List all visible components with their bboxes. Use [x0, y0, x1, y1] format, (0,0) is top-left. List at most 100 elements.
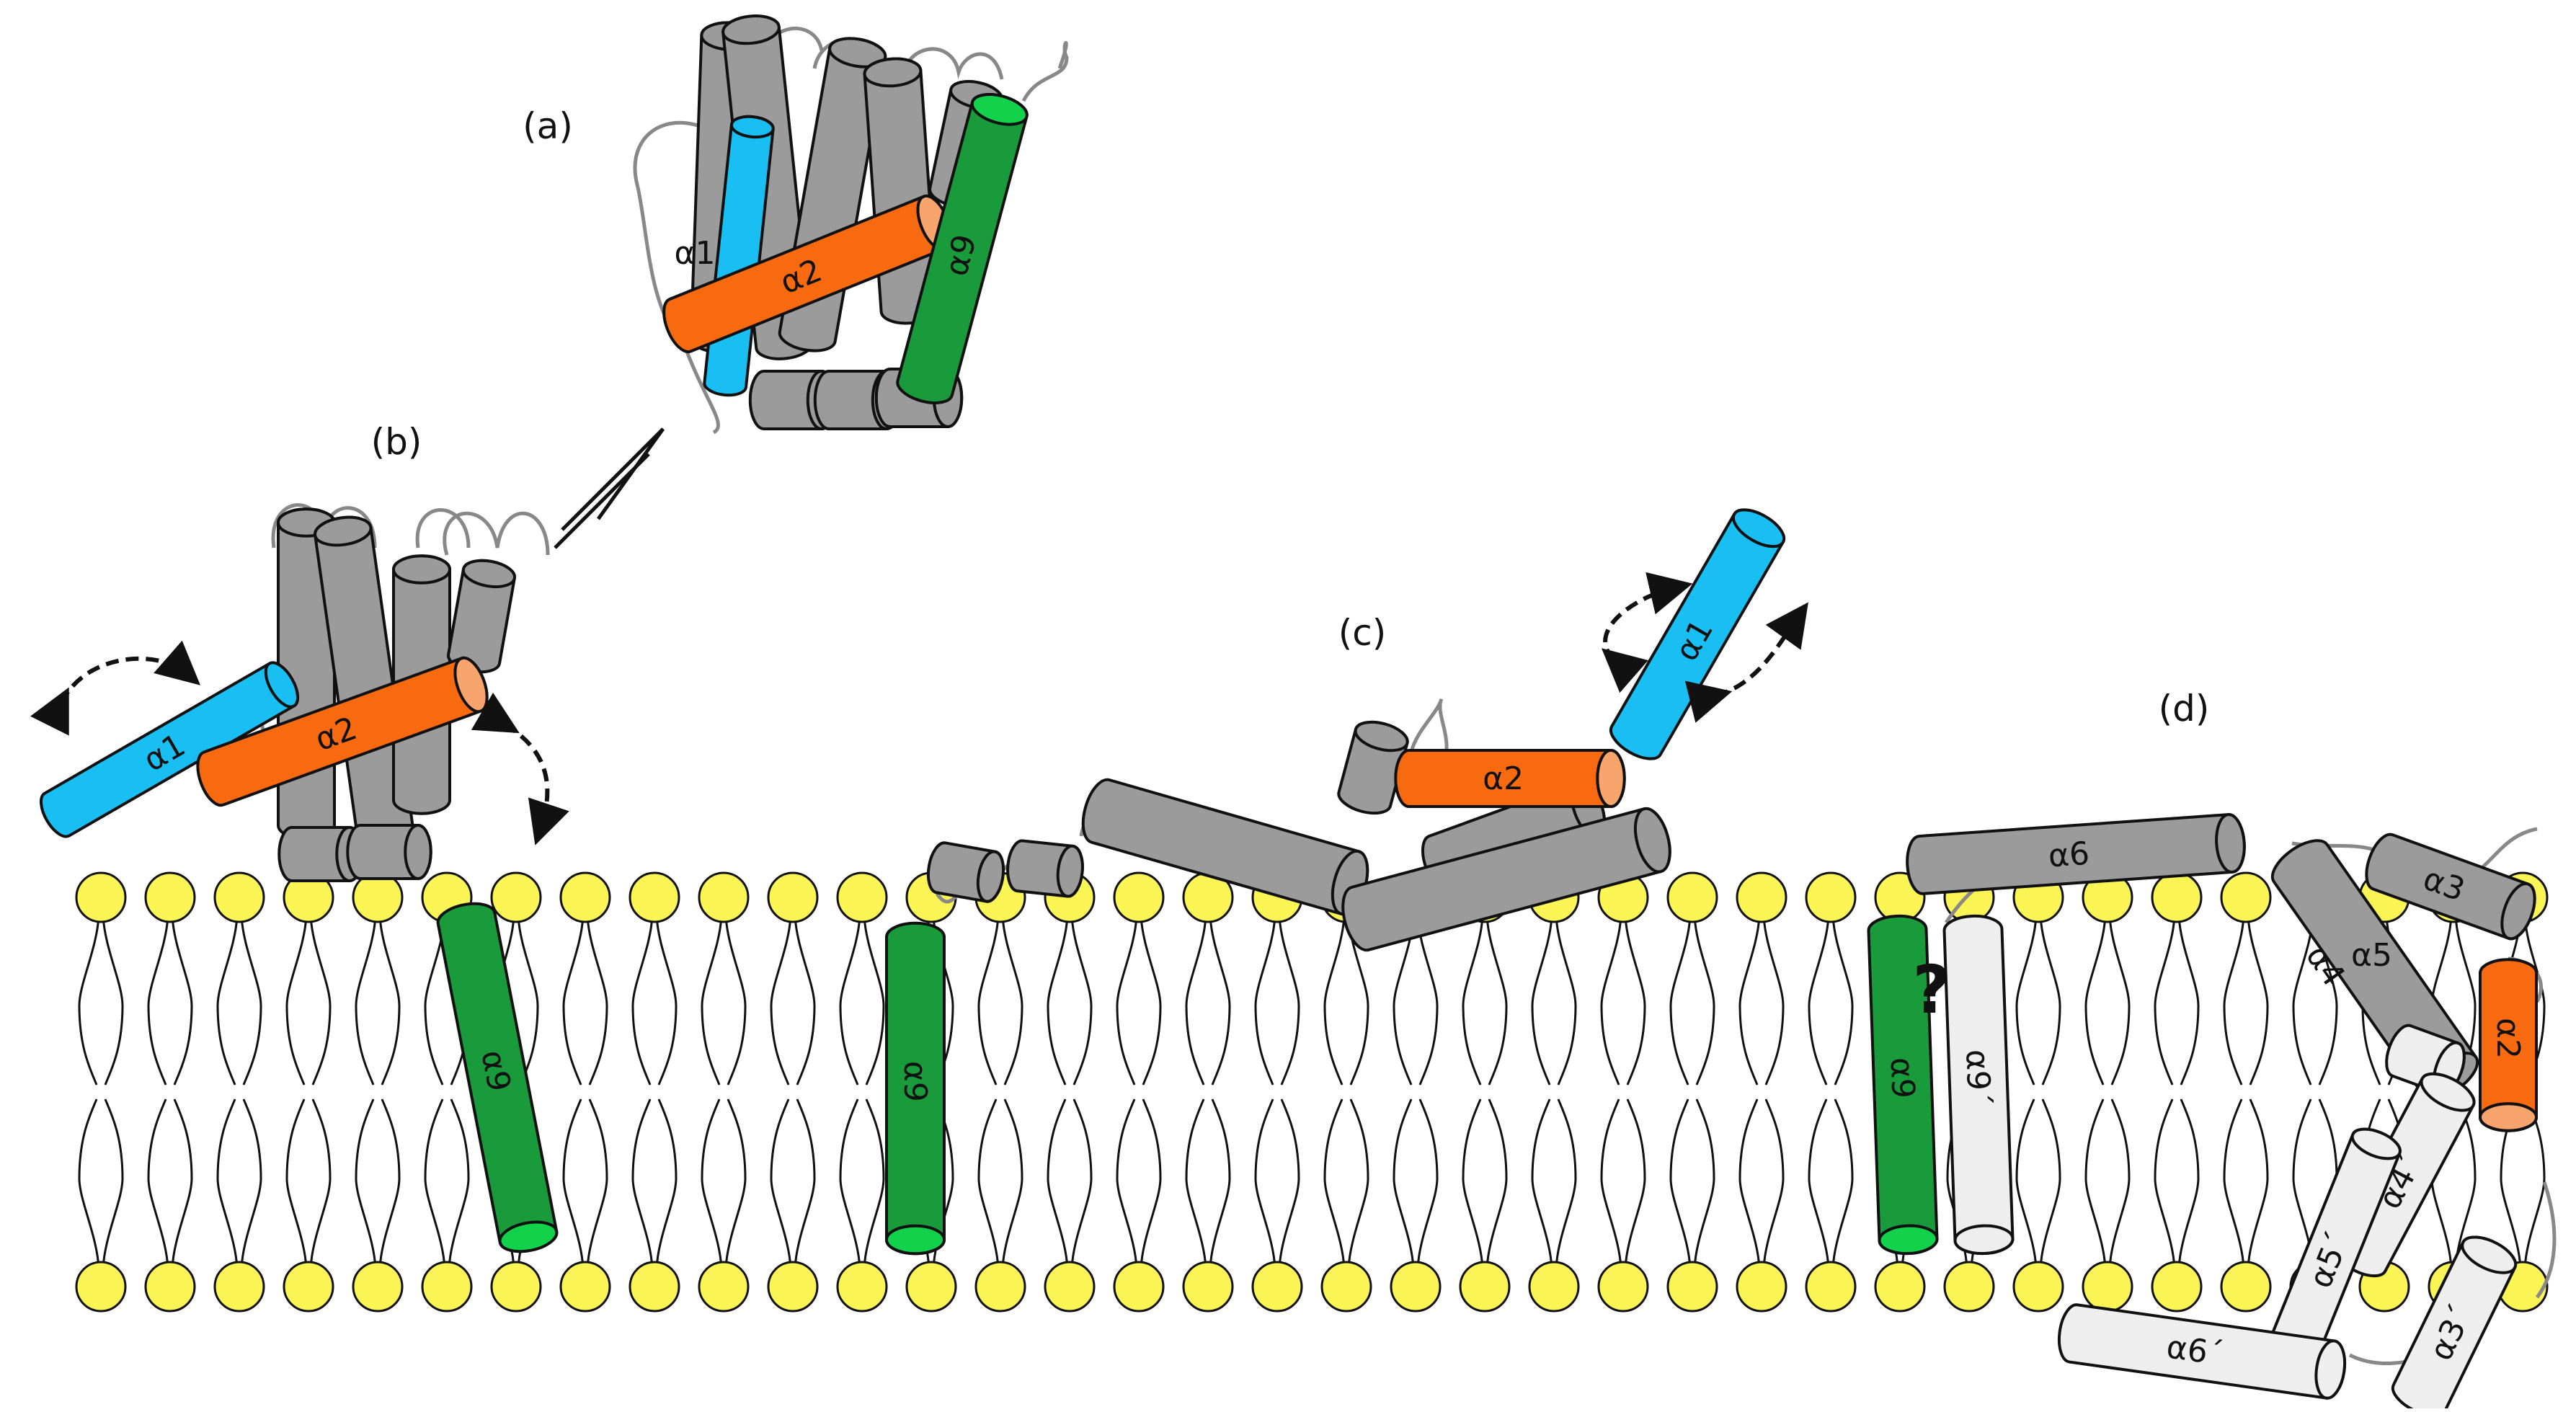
- helix-label-d5: α5: [2351, 937, 2392, 974]
- lipid-molecule: [1736, 871, 1787, 1313]
- helix-d-a6-label: α6: [2047, 835, 2090, 875]
- loop: [1021, 40, 1069, 102]
- lipid-head-upper: [767, 871, 819, 923]
- helix-d-a3: α3: [2365, 832, 2536, 941]
- lipid-head-upper: [1666, 871, 1718, 923]
- lipid-head-lower: [629, 1261, 680, 1313]
- lipid-head-lower: [1251, 1261, 1303, 1313]
- lipid-head-upper: [698, 871, 750, 923]
- lipid-head-lower: [352, 1261, 404, 1313]
- lipid-head-lower: [1044, 1261, 1096, 1313]
- lipid-molecule: [974, 871, 1026, 1313]
- helix-c-grey-1: [1081, 778, 1369, 916]
- lipid-molecule: [629, 871, 680, 1313]
- equilibrium-line: [561, 427, 665, 531]
- lipid-head-lower: [1666, 1261, 1718, 1313]
- loop: [633, 120, 751, 435]
- helix-a-a9: α9: [896, 93, 1029, 404]
- lipid-head-upper: [490, 871, 542, 923]
- lipid-molecule: [2012, 871, 2064, 1313]
- lipid-head-lower: [1459, 1261, 1511, 1313]
- lipid-head-upper: [144, 871, 196, 923]
- lipid-head-lower: [75, 1261, 127, 1313]
- lipid-molecule: [2151, 871, 2203, 1313]
- lipid-molecule: [144, 871, 196, 1313]
- helix-c-a9-label: α9: [897, 1061, 933, 1102]
- lipid-molecule: [2082, 871, 2133, 1313]
- lipid-molecule: [1666, 871, 1718, 1313]
- lipid-head-lower: [1805, 1261, 1857, 1313]
- helix-d-a2-label: α2: [2490, 1018, 2526, 1059]
- loop: [2535, 1181, 2557, 1299]
- motion-arrows: [30, 572, 1808, 845]
- helix-d-a9p-label: α9´: [1958, 1049, 1997, 1107]
- helix-d-a6p-label: α6´: [2164, 1328, 2226, 1372]
- lipid-molecule: [213, 871, 265, 1313]
- lipid-head-lower: [213, 1261, 265, 1313]
- lipid-molecule: [1459, 871, 1511, 1313]
- lipid-head-lower: [767, 1261, 819, 1313]
- lipid-head-lower: [836, 1261, 888, 1313]
- lipid-head-lower: [1390, 1261, 1442, 1313]
- panel-label-c: (c): [1338, 612, 1387, 654]
- lipid-head-upper: [2151, 871, 2203, 923]
- panel-label-d: (d): [2159, 688, 2210, 729]
- panel-label-a: (a): [523, 105, 573, 147]
- question-mark: ?: [1912, 951, 1950, 1029]
- lipid-head-lower: [490, 1261, 542, 1313]
- lipid-head-lower: [1528, 1261, 1580, 1313]
- lipid-head-lower: [2220, 1261, 2272, 1313]
- lipid-molecule: [1113, 871, 1165, 1313]
- helix-d-a3p: α3´: [2391, 1235, 2518, 1412]
- lipid-head-lower: [2012, 1261, 2064, 1313]
- lipid-head-upper: [1736, 871, 1787, 923]
- rotation-symbol: [554, 427, 665, 549]
- lipid-head-lower: [1182, 1261, 1234, 1313]
- lipid-head-upper: [836, 871, 888, 923]
- lipid-molecule: [559, 871, 611, 1313]
- lipid-head-lower: [698, 1261, 750, 1313]
- lipid-bilayer: [75, 871, 2549, 1313]
- helix-c-a2: α2: [1394, 749, 1626, 808]
- lipid-head-upper: [629, 871, 680, 923]
- lipid-molecule: [1528, 871, 1580, 1313]
- helix-c-grey-6: [1341, 807, 1671, 952]
- lipid-head-lower: [144, 1261, 196, 1313]
- helix-b-grey-6: [346, 824, 432, 880]
- lipid-molecule: [1805, 871, 1857, 1313]
- lipid-head-lower: [1113, 1261, 1165, 1313]
- lipid-head-upper: [1113, 871, 1165, 923]
- helix-label-a1: α1: [675, 235, 716, 272]
- lipid-head-lower: [559, 1261, 611, 1313]
- lipid-molecule: [2220, 871, 2272, 1313]
- lipid-head-lower: [283, 1261, 334, 1313]
- lipid-molecule: [75, 871, 127, 1313]
- helix-b-a9: α9: [436, 902, 559, 1253]
- dashed-arrow: [471, 692, 569, 845]
- lipid-head-lower: [1943, 1261, 1995, 1313]
- helix-c-a2-label: α2: [1483, 760, 1524, 797]
- helix-d-a2: α2: [2479, 958, 2538, 1132]
- lipid-molecule: [283, 871, 334, 1313]
- helix-b-a9-label: α9: [474, 1047, 518, 1095]
- dashed-arrow: [1684, 602, 1808, 723]
- lipid-head-upper: [1805, 871, 1857, 923]
- lipid-molecule: [698, 871, 750, 1313]
- lipid-molecule: [836, 871, 888, 1313]
- helix-c-a1: α1: [1609, 508, 1786, 760]
- lipid-head-lower: [2151, 1261, 2203, 1313]
- helix-b-grey-4: [447, 559, 516, 674]
- helix-c-grey-3: [1006, 839, 1084, 898]
- lipid-head-upper: [75, 871, 127, 923]
- lipid-head-upper: [352, 871, 404, 923]
- helix-d-a6p: α6´: [2057, 1303, 2347, 1400]
- lipid-head-lower: [1874, 1261, 1926, 1313]
- lipid-head-lower: [974, 1261, 1026, 1313]
- helix-c-grey-2: [926, 841, 1005, 903]
- lipid-head-upper: [213, 871, 265, 923]
- dashed-arrow: [30, 640, 201, 736]
- helix-b-grey-2: [314, 515, 414, 847]
- lipid-head-lower: [1320, 1261, 1372, 1313]
